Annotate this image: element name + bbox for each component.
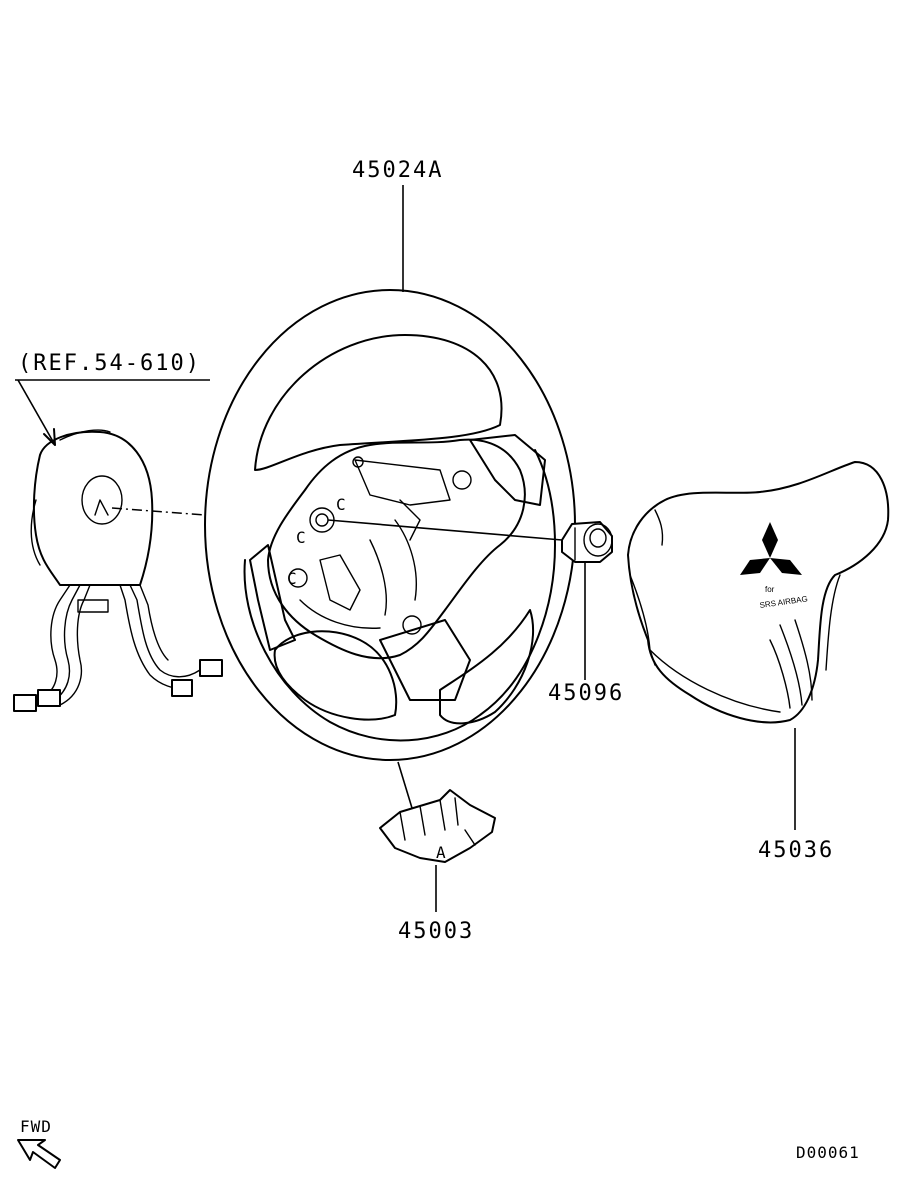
airbag-right-edge [825, 574, 841, 671]
hub-wire-2 [394, 519, 417, 601]
mitsubishi-logo-icon [740, 522, 802, 575]
hub-edge [299, 599, 381, 629]
cover-rib-1 [399, 811, 406, 841]
clock-spring-bore [81, 475, 123, 525]
hub-letter-c1: C [336, 495, 347, 514]
airbag-top-fold [654, 509, 664, 546]
right-spoke [469, 434, 546, 506]
axis-nut [327, 519, 563, 541]
lower-spoke [379, 619, 471, 701]
hub-center-bolt-inner [315, 513, 329, 527]
clock-spring-top-edge [59, 429, 111, 441]
hub-screw-left [288, 568, 308, 588]
hub-bracket-left [319, 554, 361, 611]
harness-right-2 [129, 584, 201, 678]
harness-right-3 [139, 584, 169, 661]
label-45024a: 45024A [352, 158, 443, 183]
airbag-module: for SRS AIRBAG [627, 461, 890, 724]
lower-cover: A [379, 789, 496, 863]
left-spoke [249, 544, 296, 651]
hub-wire-1 [369, 539, 387, 616]
clock-spring-side [30, 499, 41, 566]
connector-left-b [37, 689, 61, 707]
label-45003: 45003 [398, 919, 474, 944]
diagram-code: D00061 [796, 1143, 860, 1162]
cover-rib-3 [439, 799, 446, 831]
connector-right-a [171, 679, 193, 697]
airbag-label-for: for [765, 585, 775, 594]
airbag-crease-1 [779, 624, 803, 706]
clock-spring [13, 429, 223, 712]
hub-clip [399, 499, 421, 541]
fwd-arrow-icon [17, 1139, 61, 1169]
airbag-lower-edge [649, 649, 781, 713]
rim-lower-left-opening [273, 630, 398, 721]
connector-left-a [13, 694, 37, 712]
cover-rib-2 [419, 805, 426, 836]
harness-left-3 [59, 584, 91, 706]
cover-body [379, 789, 496, 863]
ref-arrow-shaft [17, 379, 56, 446]
clock-spring-key [94, 499, 109, 516]
rim-inner-lower [243, 449, 556, 742]
label-45096: 45096 [548, 681, 624, 706]
ref-arrow-head [43, 428, 56, 446]
hub-letter-c2: C [296, 528, 307, 547]
steering-hub [267, 438, 526, 660]
nut-45096 [561, 521, 613, 563]
harness-right-1 [119, 584, 186, 690]
axis-cover [397, 761, 413, 809]
airbag-crease-2 [794, 619, 813, 701]
label-45036: 45036 [758, 838, 834, 863]
cover-letter: A [436, 843, 447, 862]
fwd-label: FWD [20, 1117, 52, 1136]
airbag-label-srs: SRS AIRBAG [759, 594, 808, 610]
rim-upper-opening [254, 334, 503, 471]
harness-clip [77, 599, 109, 613]
hub-plate-top [354, 459, 451, 506]
hub-screw-right [452, 470, 472, 490]
clock-spring-body [32, 430, 154, 586]
harness-left-1 [44, 584, 71, 696]
airbag-crease-3 [769, 639, 791, 709]
rim-lower-right-opening [439, 609, 535, 725]
cover-rib-4 [454, 797, 459, 826]
cover-tab [464, 829, 476, 846]
hub-screw-top [352, 456, 364, 468]
nut-face [583, 523, 613, 557]
connector-right-b [199, 659, 223, 677]
hub-screw-lower [402, 615, 422, 635]
hub-letter-c3: C [287, 569, 298, 588]
axis-clock-spring [111, 507, 206, 516]
label-ref-54-610: (REF.54-610) [18, 351, 201, 376]
harness-left-2 [54, 584, 81, 701]
nut-bore [589, 528, 607, 548]
airbag-cover [627, 461, 890, 724]
